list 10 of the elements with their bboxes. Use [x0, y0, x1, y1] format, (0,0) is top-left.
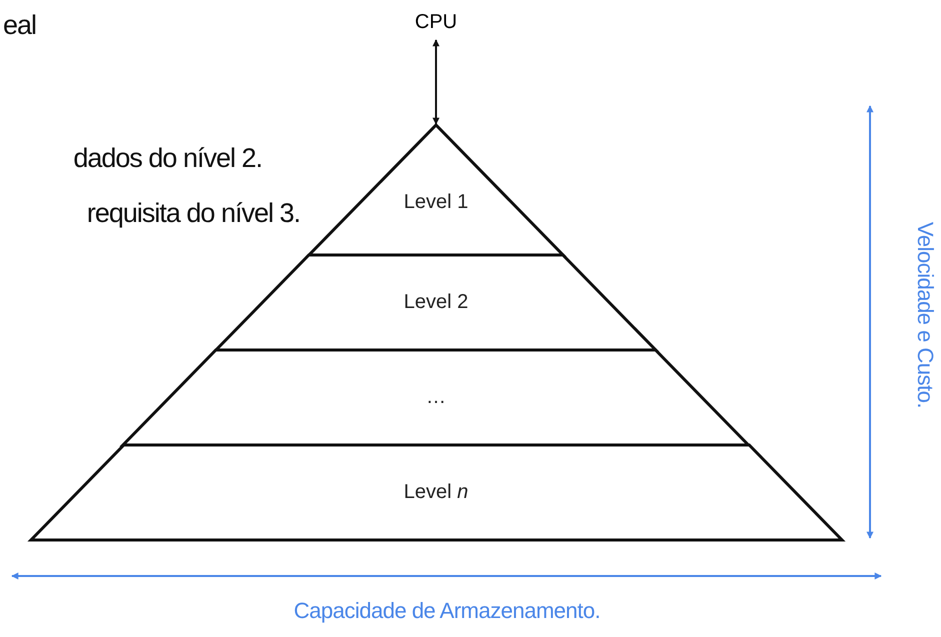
- cpu-label: CPU: [406, 8, 466, 36]
- pyramid-level: [308, 125, 564, 255]
- level-label: Level 2: [402, 290, 470, 314]
- double-arrow: [432, 39, 440, 125]
- text-fragment: eal: [2, 10, 36, 41]
- level-label: Level 1: [402, 191, 470, 214]
- axis-label: Capacidade de Armazenamento.: [294, 598, 600, 624]
- axis-label: Velocidade e Custo.: [912, 222, 938, 408]
- text-fragment: dados do nível 2.: [73, 143, 262, 174]
- text-fragment: requisita do nível 3.: [86, 198, 300, 229]
